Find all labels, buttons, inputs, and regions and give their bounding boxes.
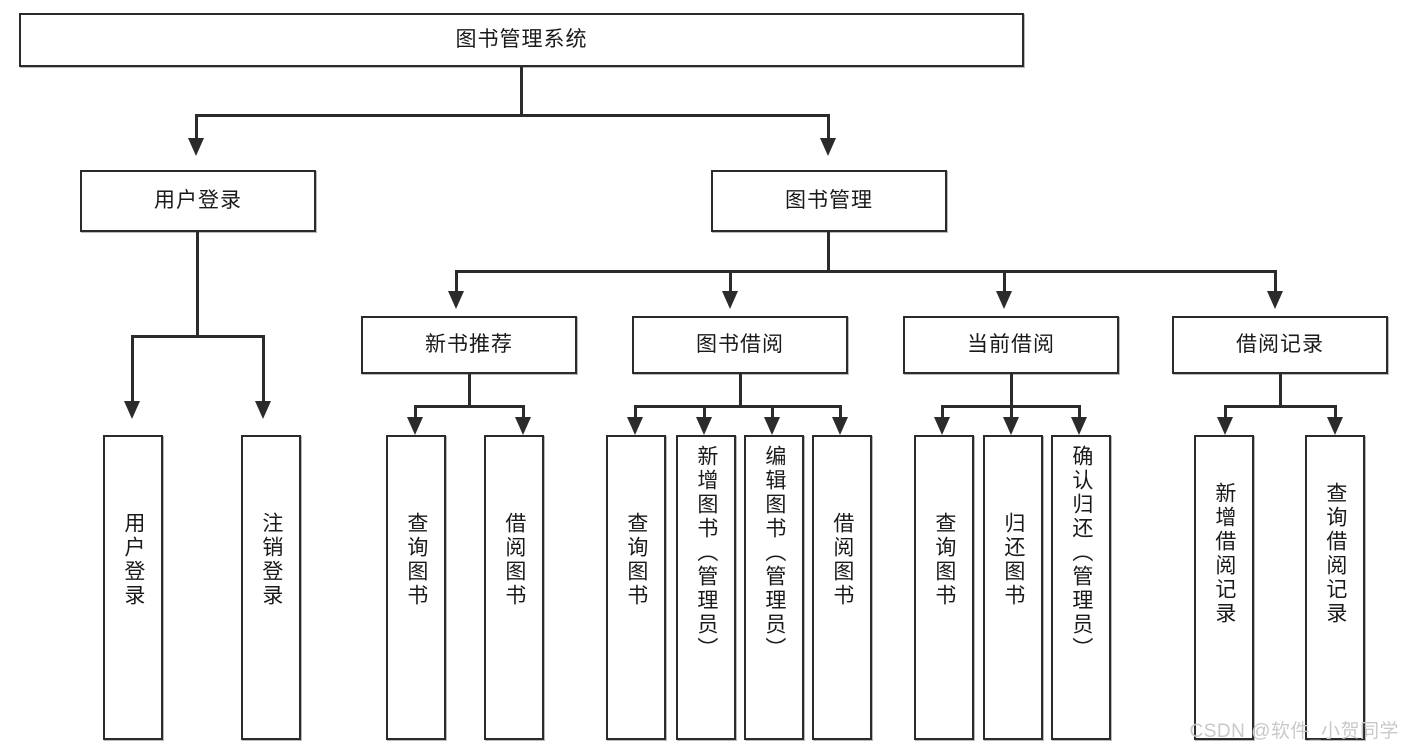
connector-book-borrow-drop-4 (839, 405, 842, 419)
connector-current-borrow-stem (1010, 374, 1013, 408)
connector-user-login-bus (131, 335, 265, 338)
arrow-to-leaf-logout (255, 401, 271, 419)
arrow-to-book-borrow (722, 291, 738, 309)
connector-new-book-recommend-drop-2 (522, 405, 525, 419)
arrow-to-current-borrow (996, 291, 1012, 309)
arrow-to-leaf-return-book (1003, 417, 1019, 435)
leaf-logout[interactable]: 注销登录 (241, 435, 301, 740)
node-label: 图书借阅 (696, 333, 784, 357)
leaf-label: 查询图书 (404, 512, 428, 608)
arrow-to-leaf-query-book-3 (934, 417, 950, 435)
node-new-book-recommend[interactable]: 新书推荐 (361, 316, 577, 374)
node-label: 图书管理系统 (455, 28, 588, 52)
connector-level3-drop-4 (1274, 270, 1277, 293)
arrow-to-leaf-confirm-return (1071, 417, 1087, 435)
connector-current-borrow-drop-3 (1078, 405, 1081, 419)
leaf-label: 用户登录 (121, 512, 145, 608)
connector-current-borrow-drop-1 (941, 405, 944, 419)
arrow-to-leaf-add-borrow-record (1217, 417, 1233, 435)
arrow-to-leaf-user-login (124, 401, 140, 419)
node-book-borrow[interactable]: 图书借阅 (632, 316, 848, 374)
arrow-to-borrow-record (1267, 291, 1283, 309)
leaf-return-book[interactable]: 归还图书 (983, 435, 1043, 740)
leaf-add-book-admin[interactable]: 新增图书（管理员） (676, 435, 736, 740)
connector-level3-drop-2 (729, 270, 732, 293)
node-label: 借阅记录 (1236, 333, 1324, 357)
leaf-label: 查询图书 (932, 512, 956, 608)
connector-user-login-drop-1 (131, 335, 134, 403)
node-book-management[interactable]: 图书管理 (711, 170, 947, 232)
leaf-label: 查询图书 (624, 512, 648, 608)
arrow-to-book-management (820, 138, 836, 156)
leaf-label: 查询借阅记录 (1323, 482, 1347, 626)
connector-level3-drop-3 (1003, 270, 1006, 293)
arrow-to-leaf-query-book-1 (407, 417, 423, 435)
connector-book-borrow-stem (739, 374, 742, 408)
leaf-query-book-recommend[interactable]: 查询图书 (386, 435, 446, 740)
connector-new-book-recommend-drop-1 (414, 405, 417, 419)
leaf-query-book-current[interactable]: 查询图书 (914, 435, 974, 740)
leaf-query-borrow-record[interactable]: 查询借阅记录 (1305, 435, 1365, 740)
node-label: 新书推荐 (425, 333, 513, 357)
connector-borrow-record-drop-2 (1334, 405, 1337, 419)
leaf-label: 归还图书 (1001, 512, 1025, 608)
connector-level2-drop-user-login (195, 114, 198, 140)
leaf-label: 确认归还（管理员） (1069, 445, 1093, 661)
leaf-label: 注销登录 (259, 512, 283, 608)
arrow-to-user-login (188, 138, 204, 156)
leaf-add-borrow-record[interactable]: 新增借阅记录 (1194, 435, 1254, 740)
connector-book-borrow-drop-2 (703, 405, 706, 419)
node-label: 当前借阅 (967, 333, 1055, 357)
node-borrow-record[interactable]: 借阅记录 (1172, 316, 1388, 374)
leaf-label: 编辑图书（管理员） (762, 445, 786, 661)
node-label: 用户登录 (154, 189, 242, 213)
leaf-borrow-book-borrow[interactable]: 借阅图书 (812, 435, 872, 740)
node-user-login[interactable]: 用户登录 (80, 170, 316, 232)
connector-level2-drop-book-management (827, 114, 830, 140)
connector-level2-bus (195, 114, 829, 117)
connector-book-borrow-drop-1 (634, 405, 637, 419)
leaf-label: 新增图书（管理员） (694, 445, 718, 661)
connector-user-login-drop-2 (262, 335, 265, 403)
arrow-to-leaf-query-book-2 (627, 417, 643, 435)
csdn-watermark: CSDN @软件_小贺同学 (1189, 721, 1399, 742)
connector-borrow-record-bus (1224, 405, 1337, 408)
connector-level3-drop-1 (455, 270, 458, 293)
node-current-borrow[interactable]: 当前借阅 (903, 316, 1119, 374)
connector-book-management-stem (827, 232, 830, 272)
node-root-book-management-system[interactable]: 图书管理系统 (19, 13, 1024, 67)
connector-book-borrow-bus (634, 405, 842, 408)
arrow-to-leaf-edit-book (764, 417, 780, 435)
arrow-to-leaf-borrow-book-2 (832, 417, 848, 435)
leaf-label: 借阅图书 (830, 512, 854, 608)
connector-current-borrow-drop-2 (1010, 405, 1013, 419)
connector-borrow-record-drop-1 (1224, 405, 1227, 419)
leaf-user-login[interactable]: 用户登录 (103, 435, 163, 740)
leaf-edit-book-admin[interactable]: 编辑图书（管理员） (744, 435, 804, 740)
connector-level3-bus (455, 270, 1277, 273)
leaf-query-book-borrow[interactable]: 查询图书 (606, 435, 666, 740)
arrow-to-leaf-add-book (696, 417, 712, 435)
connector-borrow-record-stem (1279, 374, 1282, 408)
leaf-label: 借阅图书 (502, 512, 526, 608)
connector-new-book-recommend-stem (468, 374, 471, 408)
arrow-to-leaf-borrow-book-1 (515, 417, 531, 435)
arrow-to-new-book-recommend (448, 291, 464, 309)
leaf-confirm-return-admin[interactable]: 确认归还（管理员） (1051, 435, 1111, 740)
node-label: 图书管理 (785, 189, 873, 213)
connector-new-book-recommend-bus (414, 405, 525, 408)
leaf-borrow-book-recommend[interactable]: 借阅图书 (484, 435, 544, 740)
leaf-label: 新增借阅记录 (1212, 482, 1236, 626)
arrow-to-leaf-query-borrow-record (1327, 417, 1343, 435)
connector-root-stem (520, 67, 523, 114)
connector-book-borrow-drop-3 (771, 405, 774, 419)
connector-user-login-stem (196, 232, 199, 338)
